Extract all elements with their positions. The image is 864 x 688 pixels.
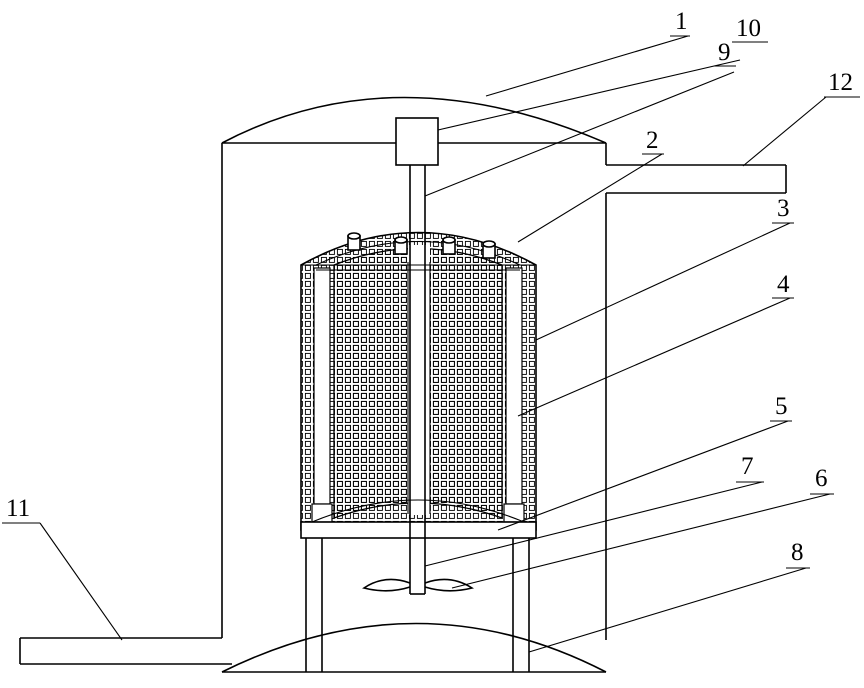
cap-bosses xyxy=(347,232,496,259)
support-frame xyxy=(305,538,530,672)
inlet-pipe xyxy=(19,637,232,665)
label-8: 8 xyxy=(786,539,810,569)
right-support-rod xyxy=(505,267,523,505)
svg-text:5: 5 xyxy=(775,393,788,420)
label-12: 12 xyxy=(824,69,860,98)
outer-vessel xyxy=(221,96,607,673)
svg-text:10: 10 xyxy=(736,15,761,42)
label-4: 4 xyxy=(772,271,794,299)
svg-text:3: 3 xyxy=(777,195,790,222)
inner-mesh-cylinder xyxy=(333,245,503,519)
label-1: 1 xyxy=(670,8,690,37)
leader-lines xyxy=(39,35,831,653)
svg-text:11: 11 xyxy=(6,495,30,522)
svg-text:6: 6 xyxy=(815,465,828,492)
label-10: 10 xyxy=(732,15,768,43)
drive-shaft xyxy=(409,165,426,595)
left-rod-foot xyxy=(311,503,333,523)
bottom-plate xyxy=(300,499,537,539)
label-7: 7 xyxy=(736,453,764,483)
svg-text:4: 4 xyxy=(777,271,790,298)
label-3: 3 xyxy=(772,195,794,224)
left-support-rod xyxy=(313,267,331,505)
top-cap xyxy=(301,232,536,271)
svg-text:7: 7 xyxy=(741,453,754,480)
svg-text:9: 9 xyxy=(718,39,731,66)
svg-text:1: 1 xyxy=(675,8,688,35)
label-11: 11 xyxy=(2,495,40,524)
vessel-bottom-dome xyxy=(221,622,607,673)
right-rod-foot xyxy=(503,503,525,523)
label-2: 2 xyxy=(642,127,664,155)
part-labels: 1 10 9 12 2 3 4 5 xyxy=(2,8,860,569)
svg-text:12: 12 xyxy=(828,69,853,96)
impeller xyxy=(362,578,475,592)
label-5: 5 xyxy=(770,393,792,422)
vessel-top-dome xyxy=(221,96,607,144)
svg-text:2: 2 xyxy=(646,127,659,154)
svg-text:8: 8 xyxy=(791,539,804,566)
outlet-pipe xyxy=(606,164,787,194)
label-6: 6 xyxy=(810,465,834,495)
label-9: 9 xyxy=(714,39,736,67)
motor xyxy=(395,117,439,166)
